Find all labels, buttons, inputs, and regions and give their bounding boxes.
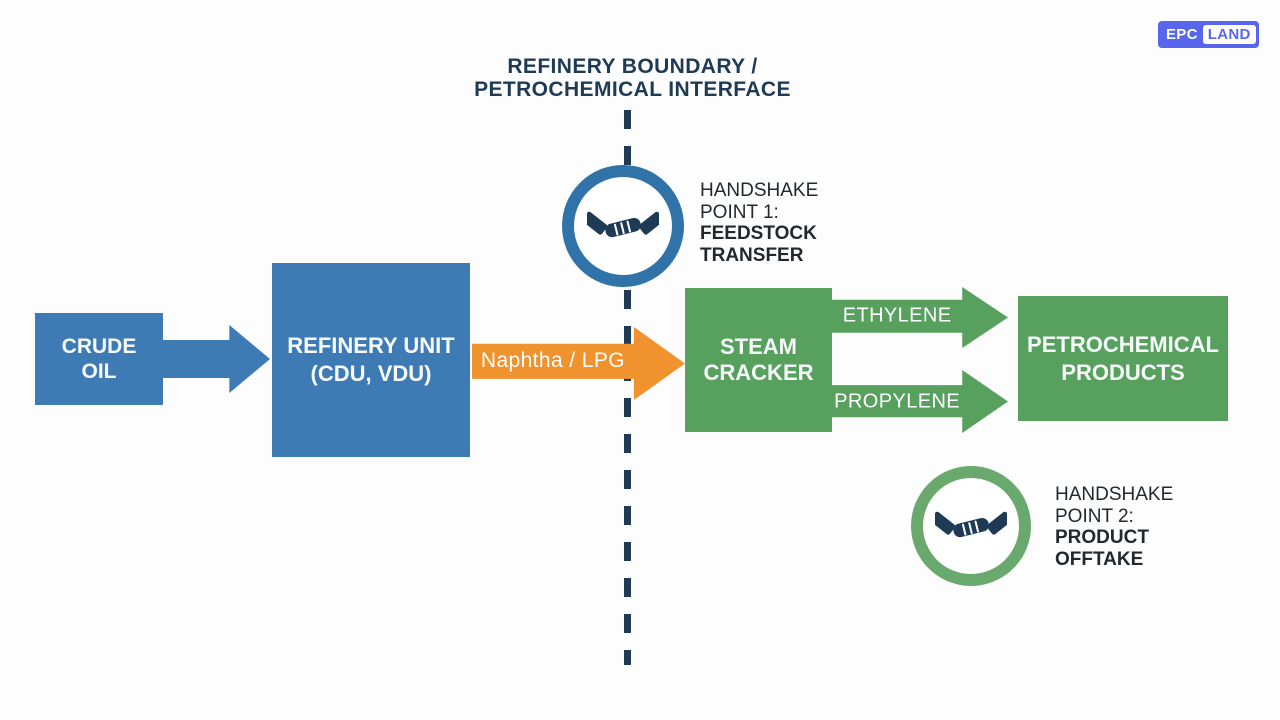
handshake-icon	[935, 511, 1007, 537]
diagram-title: REFINERY BOUNDARY / PETROCHEMICAL INTERF…	[430, 55, 835, 101]
crude-feed-arrow	[163, 325, 270, 393]
petrochemical-products-label-line1: PETROCHEMICAL	[1027, 331, 1219, 357]
steam-cracker-box: STEAM CRACKER	[685, 288, 832, 432]
propylene-arrow: PROPYLENE	[832, 370, 1008, 433]
handshake-icon	[587, 211, 659, 237]
handshake-2-line3: PRODUCT	[1055, 527, 1149, 548]
handshake-2-line2: POINT 2:	[1055, 505, 1134, 527]
boundary-dashed-line	[624, 110, 631, 665]
epcland-logo: EPC LAND	[1158, 21, 1259, 48]
petrochemical-products-label-line2: PRODUCTS	[1061, 359, 1185, 385]
steam-cracker-label-line2: CRACKER	[703, 360, 814, 385]
handshake-1-line1: HANDSHAKE	[700, 180, 819, 201]
naphtha-lpg-arrow: Naphtha / LPG	[472, 327, 685, 400]
handshake-2-line4: OFFTAKE	[1055, 548, 1144, 570]
diagram-title-line2: PETROCHEMICAL INTERFACE	[474, 78, 791, 101]
refinery-unit-label-line2: (CDU, VDU)	[310, 361, 432, 386]
handshake-1-line3: FEEDSTOCK	[700, 223, 817, 244]
crude-oil-label-line2: OIL	[81, 360, 117, 383]
logo-land-text: LAND	[1202, 25, 1256, 44]
ethylene-label: ETHYLENE	[842, 304, 952, 327]
handshake-point-2-text: HANDSHAKE POINT 2: PRODUCT OFFTAKE	[1055, 484, 1173, 570]
handshake-1-line2: POINT 1:	[700, 201, 779, 223]
petrochemical-products-box: PETROCHEMICAL PRODUCTS	[1018, 296, 1228, 421]
naphtha-lpg-label: Naphtha / LPG	[480, 349, 625, 373]
logo-epc-text: EPC	[1166, 26, 1198, 43]
diagram-title-line1: REFINERY BOUNDARY /	[507, 55, 758, 78]
ethylene-arrow: ETHYLENE	[832, 287, 1008, 348]
handshake-2-line1: HANDSHAKE	[1055, 484, 1174, 505]
refinery-unit-box: REFINERY UNIT (CDU, VDU)	[272, 263, 470, 457]
propylene-label: PROPYLENE	[834, 390, 961, 412]
handshake-point-1-text: HANDSHAKE POINT 1: FEEDSTOCK TRANSFER	[700, 180, 818, 266]
crude-oil-box: CRUDE OIL	[35, 313, 163, 405]
steam-cracker-label-line1: STEAM	[720, 334, 797, 359]
handshake-1-line4: TRANSFER	[700, 244, 804, 266]
refinery-unit-label-line1: REFINERY UNIT	[287, 333, 455, 358]
handshake-point-2-badge	[911, 466, 1031, 586]
crude-oil-label-line1: CRUDE	[61, 335, 137, 358]
handshake-point-1-badge	[562, 165, 684, 287]
